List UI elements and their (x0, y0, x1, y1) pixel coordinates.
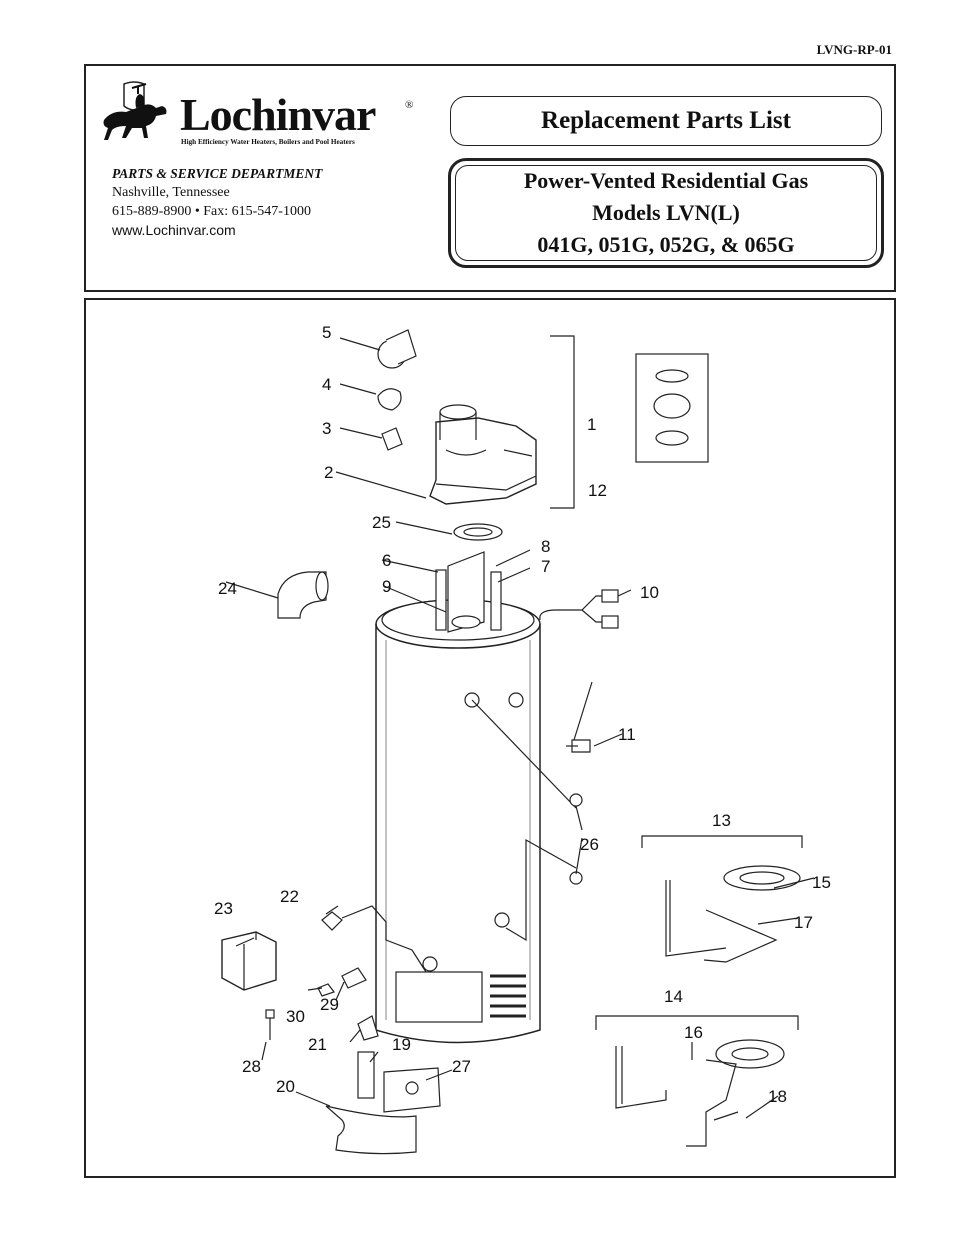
callout-13: 13 (712, 811, 731, 830)
lochinvar-logo: Lochinvar ® High Efficiency Water Heater… (103, 81, 413, 146)
callout-15: 15 (812, 873, 831, 892)
callout-7: 7 (541, 557, 550, 576)
callout-30: 30 (286, 1007, 305, 1026)
callout-labels: 1 2 3 4 5 6 7 8 9 10 11 12 13 14 15 16 1… (214, 323, 831, 1106)
department-city: Nashville, Tennessee (112, 185, 230, 200)
callout-28: 28 (242, 1057, 261, 1076)
callout-3: 3 (322, 419, 331, 438)
callout-4: 4 (322, 375, 331, 394)
callout-2: 2 (324, 463, 333, 482)
header-box: Lochinvar ® High Efficiency Water Heater… (84, 64, 896, 292)
callout-19: 19 (392, 1035, 411, 1054)
department-title: PARTS & SERVICE DEPARTMENT (112, 166, 323, 181)
brand-tagline: High Efficiency Water Heaters, Boilers a… (181, 138, 355, 146)
department-phone: 615-889-8900 • Fax: 615-547-1000 (112, 204, 311, 219)
callout-6: 6 (382, 551, 391, 570)
product-line-2: Models LVN(L) (592, 200, 740, 225)
callout-22: 22 (280, 887, 299, 906)
page-title: Replacement Parts List (450, 96, 882, 146)
callout-23: 23 (214, 899, 233, 918)
callout-18: 18 (768, 1087, 787, 1106)
callout-17: 17 (794, 913, 813, 932)
callout-27: 27 (452, 1057, 471, 1076)
tank-illustration (375, 523, 577, 1044)
department-info: PARTS & SERVICE DEPARTMENT Nashville, Te… (112, 164, 322, 240)
blower-assembly (221, 329, 815, 1155)
callout-29: 29 (320, 995, 339, 1014)
callout-1: 1 (587, 415, 596, 434)
callout-24: 24 (218, 579, 237, 598)
callout-26: 26 (580, 835, 599, 854)
document-number: LVNG-RP-01 (816, 42, 892, 57)
department-website: www.Lochinvar.com (112, 222, 236, 238)
callout-16: 16 (684, 1023, 703, 1042)
callout-10: 10 (640, 583, 659, 602)
exploded-parts-diagram: 1 2 3 4 5 6 7 8 9 10 11 12 13 14 15 16 1… (84, 298, 896, 1178)
callout-20: 20 (276, 1077, 295, 1096)
callout-21: 21 (308, 1035, 327, 1054)
callout-12: 12 (588, 481, 607, 500)
registered-mark: ® (405, 99, 413, 111)
product-line-1: Power-Vented Residential Gas (523, 168, 809, 193)
callout-11: 11 (618, 725, 636, 744)
callout-5: 5 (322, 323, 331, 342)
callout-8: 8 (541, 537, 550, 556)
callout-14: 14 (664, 987, 683, 1006)
brand-name: Lochinvar (180, 89, 376, 140)
callout-9: 9 (382, 577, 391, 596)
model-box: Power-Vented Residential Gas Models LVN(… (448, 158, 884, 268)
callout-25: 25 (372, 513, 391, 532)
product-line-3: 041G, 051G, 052G, & 065G (537, 232, 795, 257)
